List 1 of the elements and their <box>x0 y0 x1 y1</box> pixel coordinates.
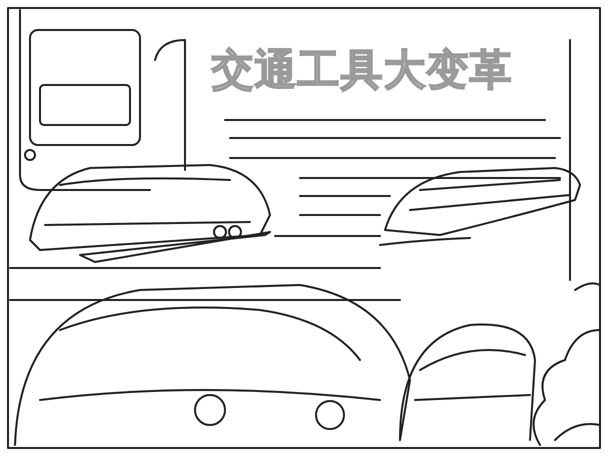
title: 交通工具大变革 <box>210 44 514 96</box>
